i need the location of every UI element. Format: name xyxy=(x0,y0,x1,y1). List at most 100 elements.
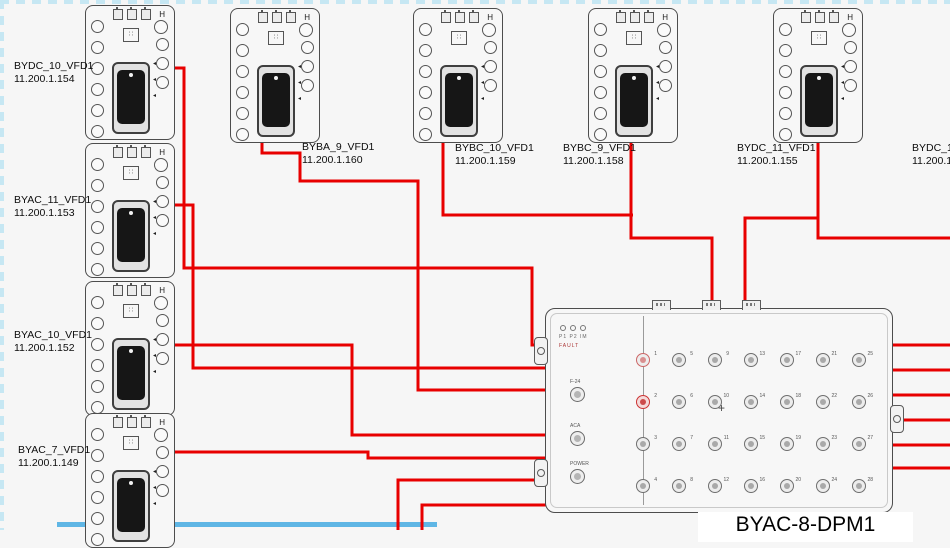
vfd-device[interactable]: H ◂◂◂ ∷ xyxy=(773,8,863,143)
dpm-port-icon: 26 xyxy=(852,393,873,409)
device-name-text: BYDC_11_VFD1 xyxy=(737,142,816,154)
network-wire[interactable] xyxy=(175,343,548,437)
device-ip-text: 11.200.1.160 xyxy=(302,154,363,166)
display-module xyxy=(615,65,653,137)
dpm-port-icon: 13 xyxy=(744,351,765,367)
h-badge: H xyxy=(159,418,165,427)
dpm-port-icon: 15 xyxy=(744,435,765,451)
dpm-port-icon: 21 xyxy=(816,351,837,367)
network-wire[interactable] xyxy=(816,143,950,240)
network-wire[interactable] xyxy=(175,450,548,460)
network-connector-icon: ∷ xyxy=(123,304,139,318)
network-wire[interactable] xyxy=(441,143,633,217)
h-badge: H xyxy=(847,13,853,22)
right-port-icons xyxy=(844,41,857,92)
dpm-port-number: 15 xyxy=(759,435,765,441)
right-port-icons xyxy=(156,446,169,497)
dpm-port-number: 17 xyxy=(795,351,801,357)
dpm-port-number: 23 xyxy=(831,435,837,441)
network-wire[interactable] xyxy=(396,478,548,530)
port-icon xyxy=(570,431,585,446)
display-screen xyxy=(117,478,145,532)
left-port-icons xyxy=(779,23,792,141)
terminal-block-icon xyxy=(258,10,296,23)
dpm-port-icon: 16 xyxy=(744,477,765,493)
display-screen xyxy=(805,73,833,127)
dpm-port-icon: 5 xyxy=(672,351,693,367)
dpm-port-icon: 8 xyxy=(672,477,693,493)
network-wire[interactable] xyxy=(420,503,548,530)
network-wire[interactable] xyxy=(629,143,714,312)
display-module xyxy=(440,65,478,137)
h-port-icon xyxy=(154,158,168,172)
dpm-port-number: 3 xyxy=(654,435,657,441)
vfd-device[interactable]: H ◂◂◂ ∷ xyxy=(85,413,175,548)
vfd-device[interactable]: H ◂◂◂ ∷ xyxy=(230,8,320,143)
terminal-block-icon xyxy=(801,10,839,23)
dpm-port-number: 20 xyxy=(795,477,801,483)
dpm-port-icon: 1 xyxy=(636,351,657,367)
device-name-text: BYAC_11_VFD1 xyxy=(14,194,92,206)
dpm-port-number: 2 xyxy=(654,393,657,399)
dpm-port-icon: 17 xyxy=(780,351,801,367)
device-ip-text: 11.200.1.149 xyxy=(18,457,79,469)
aux-port-power: POWER xyxy=(570,461,614,484)
dpm-port-number: 8 xyxy=(690,477,693,483)
h-port-icon xyxy=(842,23,856,37)
dpm-port-number: 6 xyxy=(690,393,693,399)
vfd-device[interactable]: H ◂◂◂ ∷ xyxy=(85,281,175,416)
terminal-block-icon xyxy=(113,283,151,296)
h-badge: H xyxy=(159,10,165,19)
network-connector-icon: ∷ xyxy=(123,166,139,180)
h-port-icon xyxy=(299,23,313,37)
dpm-port-number: 12 xyxy=(723,477,729,483)
aux-port-label: POWER xyxy=(570,461,589,467)
device-ip-text: 11.200.1.158 xyxy=(563,155,624,167)
right-port-icons xyxy=(156,176,169,227)
display-screen xyxy=(445,73,473,127)
dip-marker-icons: ◂◂◂ xyxy=(480,64,484,102)
wires-layer xyxy=(175,66,950,530)
h-badge: H xyxy=(159,148,165,157)
vfd-device[interactable]: H ◂◂◂ ∷ xyxy=(85,5,175,140)
h-badge: H xyxy=(304,13,310,22)
grid-ruler-left xyxy=(0,0,4,530)
network-wire[interactable] xyxy=(260,143,548,392)
network-connector-icon: ∷ xyxy=(811,31,827,45)
dpm-port-icon: 14 xyxy=(744,393,765,409)
display-module xyxy=(112,200,150,272)
dip-marker-icons: ◂◂◂ xyxy=(152,61,156,99)
dpm-port-number: 22 xyxy=(831,393,837,399)
dip-marker-icons: ◂◂◂ xyxy=(152,337,156,375)
mounting-ear-icon xyxy=(534,459,548,487)
dpm-port-icon: 18 xyxy=(780,393,801,409)
vfd-device[interactable]: H ◂◂◂ ∷ xyxy=(588,8,678,143)
network-wire[interactable] xyxy=(743,216,818,312)
dpm-port-icon: 7 xyxy=(672,435,693,451)
device-ip-text: 11.200.1.153 xyxy=(14,207,75,219)
right-port-icons xyxy=(156,314,169,365)
device-name-text: BYDC_10_VFD1 xyxy=(14,60,94,72)
terminal-block-icon xyxy=(441,10,479,23)
dpm-port-icon: 28 xyxy=(852,477,873,493)
aux-port-label: F-24 xyxy=(570,379,581,385)
network-wire[interactable] xyxy=(175,203,548,370)
left-port-icons xyxy=(91,158,104,276)
vfd-device[interactable]: H ◂◂◂ ∷ xyxy=(85,143,175,278)
vfd-device[interactable]: H ◂◂◂ ∷ xyxy=(413,8,503,143)
dpm-port-icon: 2 xyxy=(636,393,657,409)
dpm-port-number: 18 xyxy=(795,393,801,399)
display-module xyxy=(112,338,150,410)
h-port-icon xyxy=(482,23,496,37)
device-ip-text: 11.200.1.152 xyxy=(14,342,75,354)
dpm-port-number: 26 xyxy=(867,393,873,399)
